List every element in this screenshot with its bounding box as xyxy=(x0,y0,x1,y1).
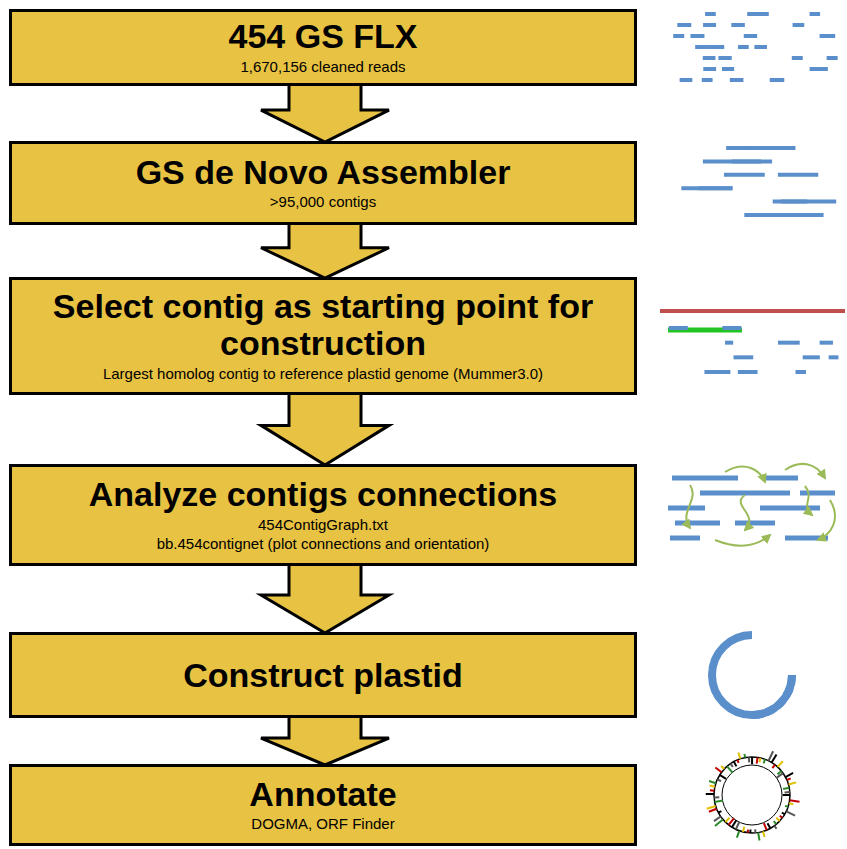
block-arrow xyxy=(261,716,389,765)
step-detail: Largest homolog contig to reference plas… xyxy=(103,365,543,384)
process-box: Construct plastid xyxy=(9,632,637,718)
process-box: Select contig as starting point for cons… xyxy=(9,277,637,395)
step-title: GS de Novo Assembler xyxy=(136,154,511,191)
step-title: Annotate xyxy=(249,776,396,813)
step-title: Select contig as starting point for cons… xyxy=(20,288,626,361)
step-title: 454 GS FLX xyxy=(229,18,418,55)
block-arrow xyxy=(261,393,389,465)
block-arrow xyxy=(261,564,389,633)
block-arrow xyxy=(261,84,389,142)
step-detail: DOGMA, ORF Finder xyxy=(251,815,394,834)
process-box: AnnotateDOGMA, ORF Finder xyxy=(9,764,637,846)
step-detail: 1,670,156 cleaned reads xyxy=(240,58,405,77)
process-box: Analyze contigs connections 454ContigGrap… xyxy=(9,464,637,566)
contigs-illustration xyxy=(681,148,836,215)
genome-map-illustration xyxy=(706,751,800,840)
step-detail: 454ContigGraph.txt xyxy=(258,516,388,535)
reads-illustration xyxy=(673,14,837,80)
reference-illustration xyxy=(660,311,845,372)
process-box: GS de Novo Assembler >95,000 contigs xyxy=(9,141,637,225)
contig-graph-illustration xyxy=(668,464,835,546)
step-title: Construct plastid xyxy=(183,657,463,694)
step-detail: >95,000 contigs xyxy=(270,193,376,212)
step-title: Analyze contigs connections xyxy=(89,476,558,513)
process-box: 454 GS FLX 1,670,156 cleaned reads xyxy=(9,9,637,86)
plastid-circle-illustration xyxy=(712,635,792,715)
block-arrow xyxy=(261,223,389,278)
step-detail: bb.454contignet (plot connections and or… xyxy=(157,535,490,554)
